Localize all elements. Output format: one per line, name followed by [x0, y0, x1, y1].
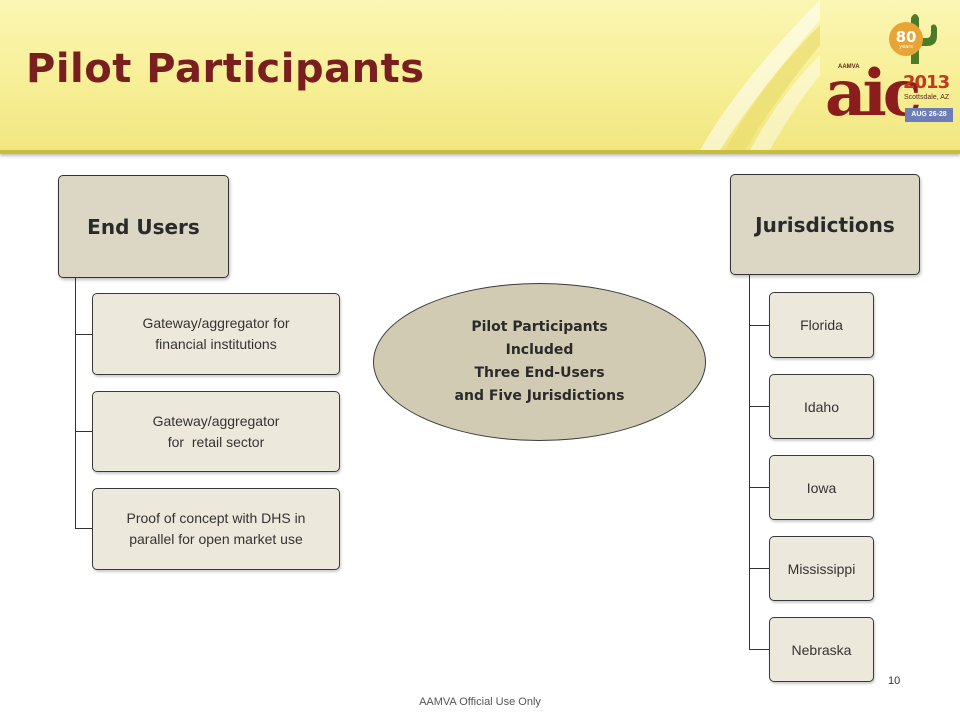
jurisdictions-connector-1 [749, 325, 769, 326]
jurisdiction-item-idaho: Idaho [769, 374, 874, 439]
jurisdiction-item-mississippi: Mississippi [769, 536, 874, 601]
jurisdiction-item-nebraska: Nebraska [769, 617, 874, 682]
jurisdiction-item-iowa: Iowa [769, 455, 874, 520]
end-user-item-line: for retail sector [167, 433, 265, 450]
logo-dates: AUG 26-28 [905, 108, 953, 122]
summary-line: Included [505, 342, 574, 358]
end-users-header: End Users [58, 175, 229, 278]
jurisdiction-label: Nebraska [791, 641, 852, 658]
jurisdictions-connector-4 [749, 568, 769, 569]
end-users-label: End Users [87, 214, 200, 239]
end-user-item-line: Proof of concept with DHS in [126, 510, 306, 526]
logo-location: Scottsdale, AZ [904, 94, 950, 101]
slide-title: Pilot Participants [26, 46, 425, 92]
end-user-item-dhs: Proof of concept with DHS in parallel fo… [92, 488, 340, 570]
jurisdiction-label: Florida [800, 317, 843, 333]
summary-ellipse: Pilot Participants Included Three End-Us… [373, 283, 706, 441]
jurisdictions-header: Jurisdictions [730, 174, 920, 275]
footer-text: AAMVA Official Use Only [419, 696, 541, 708]
end-user-item-line: Gateway/aggregator for [142, 315, 290, 331]
page-number: 10 [888, 675, 901, 687]
end-user-item-line: Gateway/aggregator [152, 412, 280, 429]
logo-org: AAMVA [838, 64, 860, 70]
logo-year: 2013 [903, 72, 950, 93]
swoosh-decoration [700, 0, 820, 150]
jurisdictions-connector-3 [749, 487, 769, 488]
end-users-connector-1 [75, 334, 93, 335]
jurisdictions-connector-2 [749, 406, 769, 407]
summary-line: Pilot Participants [471, 319, 608, 335]
jurisdiction-label: Idaho [803, 398, 840, 415]
jurisdictions-label: Jurisdictions [755, 212, 895, 237]
end-users-connector-2 [75, 431, 93, 432]
end-users-connector-3 [75, 528, 93, 529]
end-user-item-line: financial institutions [155, 336, 277, 352]
jurisdictions-connector-5 [749, 649, 769, 650]
end-user-item-line: parallel for open market use [129, 531, 303, 547]
end-user-item-financial: Gateway/aggregator for financial institu… [92, 293, 340, 375]
summary-line: and Five Jurisdictions [454, 388, 625, 404]
jurisdictions-connector-vertical [749, 275, 750, 650]
end-users-connector-vertical [75, 278, 76, 528]
title-banner: Pilot Participants 80 years AAMVA aic 20… [0, 0, 960, 154]
jurisdiction-label: Iowa [806, 479, 837, 496]
summary-line: Three End-Users [474, 365, 605, 381]
end-user-item-retail: Gateway/aggregator for retail sector [92, 391, 340, 472]
jurisdiction-label: Mississippi [787, 560, 856, 577]
aic-2013-logo: 80 years AAMVA aic 2013 Scottsdale, AZ A… [815, 4, 960, 146]
anniversary-badge: 80 years [889, 22, 923, 56]
jurisdiction-item-florida: Florida [769, 292, 874, 358]
